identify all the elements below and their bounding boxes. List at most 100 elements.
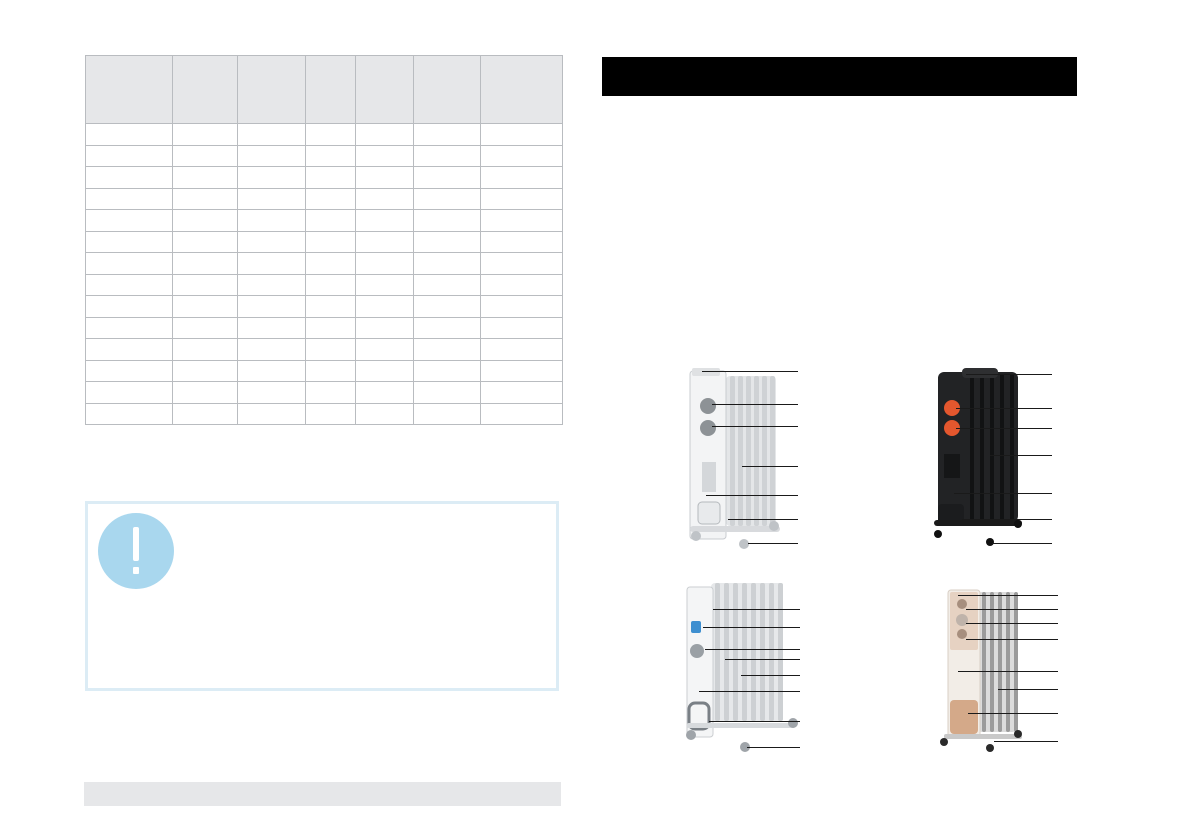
callout-line (747, 747, 800, 748)
callout-line (712, 404, 798, 405)
table-row (85, 295, 563, 318)
table-cell (305, 230, 356, 253)
callout-line (956, 428, 1052, 429)
table-cell (305, 166, 356, 189)
table-cell (85, 144, 173, 167)
callout-line (742, 466, 798, 467)
table-cell (413, 402, 481, 425)
table-cell (85, 359, 173, 382)
callout-line (725, 659, 800, 660)
callout-line (966, 639, 1058, 640)
table-cell (172, 295, 238, 318)
callout-line (705, 649, 800, 650)
table-cell (305, 295, 356, 318)
table-cell (413, 187, 481, 210)
table-cell (85, 187, 173, 210)
table-row (85, 273, 563, 296)
table-cell (85, 338, 173, 361)
table-cell (85, 402, 173, 425)
table-cell (413, 359, 481, 382)
callout-line (968, 713, 1058, 714)
callout-line (699, 691, 800, 692)
table-cell (172, 144, 238, 167)
table-cell (480, 209, 563, 232)
table-cell (480, 359, 563, 382)
table-cell (237, 381, 306, 404)
callout-line (958, 595, 1058, 596)
spec-table-header (85, 55, 563, 124)
table-cell (413, 144, 481, 167)
black-heater-illustration (934, 368, 1022, 546)
callout-line (748, 543, 798, 544)
table-cell (413, 273, 481, 296)
white-blue-heater-illustration (686, 583, 798, 752)
table-cell (413, 209, 481, 232)
spec-table (85, 55, 563, 425)
table-cell (355, 381, 414, 404)
table-row (85, 381, 563, 404)
table-cell (413, 338, 481, 361)
table-cell (237, 187, 306, 210)
table-row (85, 187, 563, 210)
callout-line (958, 671, 1058, 672)
table-cell (305, 252, 356, 275)
table-cell (355, 316, 414, 339)
table-row (85, 338, 563, 361)
spec-table-body (85, 123, 563, 425)
header-cell (85, 55, 173, 124)
table-cell (172, 230, 238, 253)
table-cell (413, 166, 481, 189)
header-cell (413, 55, 481, 124)
product-diagram-white-blue (685, 577, 800, 755)
table-cell (237, 144, 306, 167)
table-cell (480, 316, 563, 339)
table-cell (305, 359, 356, 382)
section-title-bar (602, 57, 1077, 96)
table-cell (237, 166, 306, 189)
table-cell (480, 338, 563, 361)
table-cell (480, 166, 563, 189)
table-cell (413, 381, 481, 404)
table-cell (85, 166, 173, 189)
callout-line (709, 721, 800, 722)
product-diagram-black-orange (932, 366, 1052, 552)
table-cell (237, 252, 306, 275)
header-cell (172, 55, 238, 124)
table-cell (413, 123, 481, 146)
product-diagram-beige-wood (938, 588, 1058, 754)
table-cell (85, 381, 173, 404)
table-cell (305, 123, 356, 146)
table-cell (237, 402, 306, 425)
table-cell (413, 316, 481, 339)
table-cell (480, 273, 563, 296)
table-cell (85, 123, 173, 146)
callout-line (992, 543, 1052, 544)
table-row (85, 359, 563, 382)
exclamation-circle-icon (98, 513, 174, 589)
table-cell (355, 338, 414, 361)
product-diagram-white-vent (688, 366, 800, 552)
table-cell (480, 144, 563, 167)
table-cell (480, 230, 563, 253)
callout-line (706, 495, 798, 496)
table-cell (172, 338, 238, 361)
table-cell (237, 295, 306, 318)
table-cell (172, 166, 238, 189)
table-cell (237, 338, 306, 361)
table-cell (237, 230, 306, 253)
callout-line (741, 675, 800, 676)
table-cell (355, 123, 414, 146)
table-row (85, 144, 563, 167)
header-cell (480, 55, 563, 124)
table-cell (305, 402, 356, 425)
beige-heater-illustration (940, 589, 1022, 752)
table-cell (85, 209, 173, 232)
table-cell (305, 144, 356, 167)
callout-line (998, 689, 1058, 690)
table-cell (355, 273, 414, 296)
table-cell (172, 273, 238, 296)
callout-line (990, 455, 1052, 456)
table-cell (355, 359, 414, 382)
table-row (85, 123, 563, 146)
table-cell (305, 187, 356, 210)
